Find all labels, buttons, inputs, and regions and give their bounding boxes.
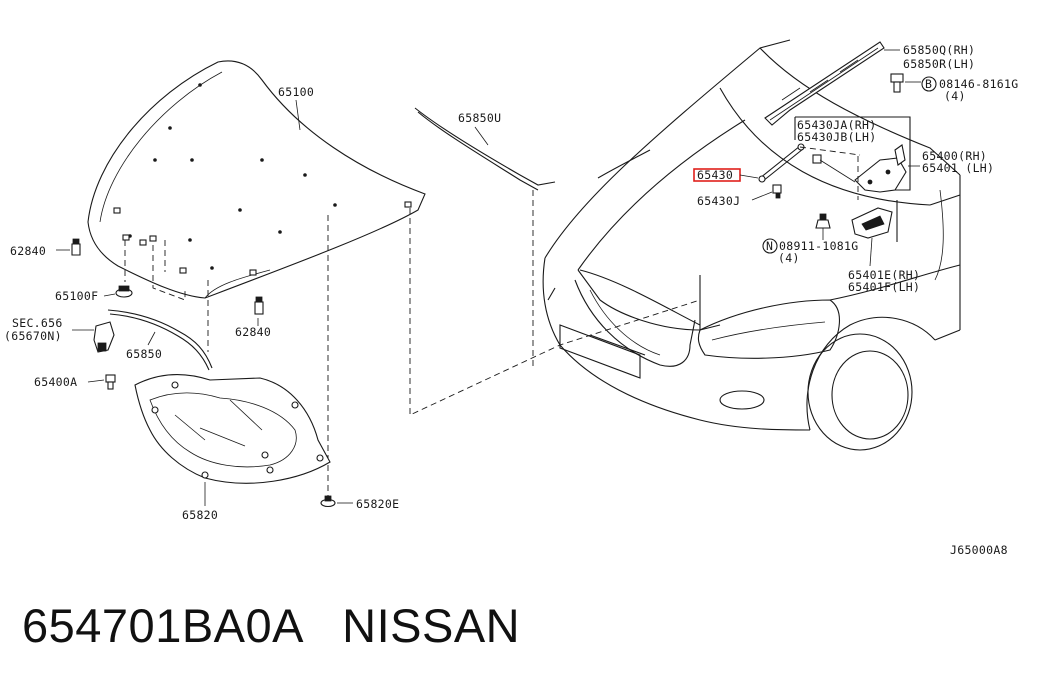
label-clip-f: 65100F [55, 289, 98, 303]
label-diagram-code: J65000A8 [950, 543, 1008, 557]
label-nut-g-qty: (4) [778, 251, 800, 265]
label-sec-ref: (65670N) [4, 329, 62, 343]
label-seal-u: 65850U [458, 111, 501, 125]
label-stay-j: 65430J [697, 194, 740, 208]
parts-diagram: 65100 65850U 62840 65100F 62840 SEC.656 … [4, 39, 1018, 557]
hood-seal-u [414, 107, 556, 370]
hood-hinge-lower [851, 200, 898, 242]
label-seal-q: 65850Q(RH) [903, 43, 975, 57]
caption-brand: NISSAN [342, 599, 521, 652]
label-stay-jb: 65430JB(LH) [797, 130, 876, 144]
label-bolt-g: 08146-8161G [939, 77, 1018, 91]
bolt-08146 [890, 73, 904, 93]
label-stay-highlight: 65430 [697, 168, 733, 182]
hood-insulator [134, 373, 331, 484]
stay-j-clip [772, 184, 782, 199]
hood-clip-f [115, 285, 133, 298]
hood-bumper-left [71, 238, 81, 256]
label-bolt-symbol: B [925, 77, 932, 91]
label-hood: 65100 [278, 85, 314, 99]
hood-seal-qr [764, 41, 885, 126]
release-cable [107, 309, 213, 371]
label-bumper-left: 62840 [10, 244, 46, 258]
hood-lock [93, 321, 115, 353]
label-bumper-right: 62840 [235, 325, 271, 339]
label-seal-r: 65850R(LH) [903, 57, 975, 71]
hood-bolt-a [105, 374, 116, 390]
label-insulator: 65820 [182, 508, 218, 522]
label-cable: 65850 [126, 347, 162, 361]
label-stay-ja: 65430JA(RH) [797, 118, 876, 132]
label-nut-g: 08911-1081G [779, 239, 858, 253]
hinge-callout-box [794, 116, 911, 191]
nut-symbol-circle [762, 238, 778, 254]
label-nut-symbol: N [766, 239, 773, 253]
caption: 654701BA0A NISSAN [22, 598, 520, 653]
label-hinge-rh: 65400(RH) [922, 149, 987, 163]
hood-dashed-lines [124, 208, 701, 500]
insulator-clip-e [320, 495, 336, 508]
label-hinge-f: 65401F(LH) [848, 280, 920, 294]
nut-08911 [815, 213, 831, 229]
label-bolt-g-qty: (4) [944, 89, 966, 103]
label-bolt-a: 65400A [34, 375, 77, 389]
label-clip-e: 65820E [356, 497, 399, 511]
hood-bumper-right [254, 296, 264, 315]
bolt-symbol-circle [921, 76, 937, 92]
hood-panel [87, 60, 426, 299]
hood-stay [758, 143, 861, 200]
label-sec: SEC.656 [12, 316, 63, 330]
caption-part-number: 654701BA0A [22, 599, 302, 652]
label-hinge-lh: 65401 (LH) [922, 161, 994, 175]
label-hinge-e: 65401E(RH) [848, 268, 920, 282]
vehicle-front [542, 39, 961, 451]
hood-hinge [812, 144, 907, 193]
